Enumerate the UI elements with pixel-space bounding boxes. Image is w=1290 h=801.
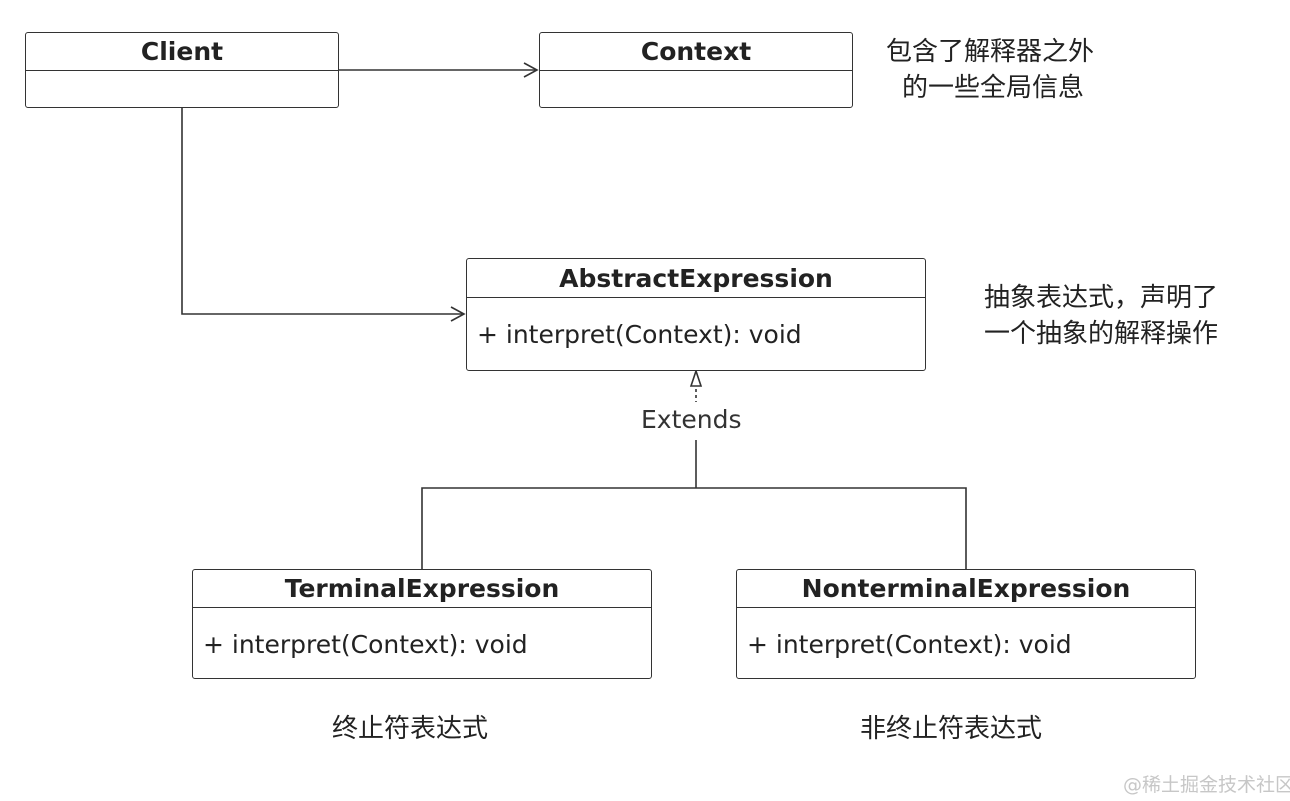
terminal-expression-class[interactable]: TerminalExpression + interpret(Context):… bbox=[192, 569, 652, 679]
extends-label: Extends bbox=[641, 405, 742, 434]
client-class-body bbox=[26, 71, 338, 106]
abstract-expression-note-line-2: 一个抽象的解释操作 bbox=[984, 319, 1219, 349]
context-class-name: Context bbox=[540, 33, 852, 71]
nonterminal-expression-class-name: NonterminalExpression bbox=[737, 570, 1195, 608]
client-class-name: Client bbox=[26, 33, 338, 71]
nonterminal-expression-note: 非终止符表达式 bbox=[860, 714, 1043, 744]
context-class-body bbox=[540, 71, 852, 106]
watermark: @稀土掘金技术社区 bbox=[1123, 774, 1290, 796]
terminal-expression-method: + interpret(Context): void bbox=[203, 630, 528, 659]
client-abstract-association-line bbox=[181, 108, 463, 315]
context-note-line-1: 包含了解释器之外 bbox=[886, 37, 1095, 67]
context-note-line-2: 的一些全局信息 bbox=[902, 73, 1085, 103]
terminal-expression-class-name: TerminalExpression bbox=[193, 570, 651, 608]
nonterminal-expression-method: + interpret(Context): void bbox=[747, 630, 1072, 659]
abstract-expression-note-line-1: 抽象表达式，声明了 bbox=[984, 283, 1219, 313]
extends-arrowhead bbox=[689, 368, 703, 387]
abstract-expression-method: + interpret(Context): void bbox=[477, 320, 802, 349]
abstract-expression-class-name: AbstractExpression bbox=[467, 259, 925, 298]
context-note: 包含了解释器之外 的一些全局信息 bbox=[886, 34, 1094, 106]
terminal-expression-note: 终止符表达式 bbox=[332, 714, 489, 744]
client-class[interactable]: Client bbox=[25, 32, 339, 108]
client-abstract-arrowhead bbox=[450, 306, 466, 322]
nonterminal-expression-class[interactable]: NonterminalExpression + interpret(Contex… bbox=[736, 569, 1196, 679]
abstract-expression-class[interactable]: AbstractExpression + interpret(Context):… bbox=[466, 258, 926, 371]
client-context-arrowhead bbox=[523, 62, 539, 78]
extends-branch-lines bbox=[421, 487, 967, 569]
context-class[interactable]: Context bbox=[539, 32, 853, 108]
abstract-expression-note: 抽象表达式，声明了 一个抽象的解释操作 bbox=[984, 280, 1218, 352]
